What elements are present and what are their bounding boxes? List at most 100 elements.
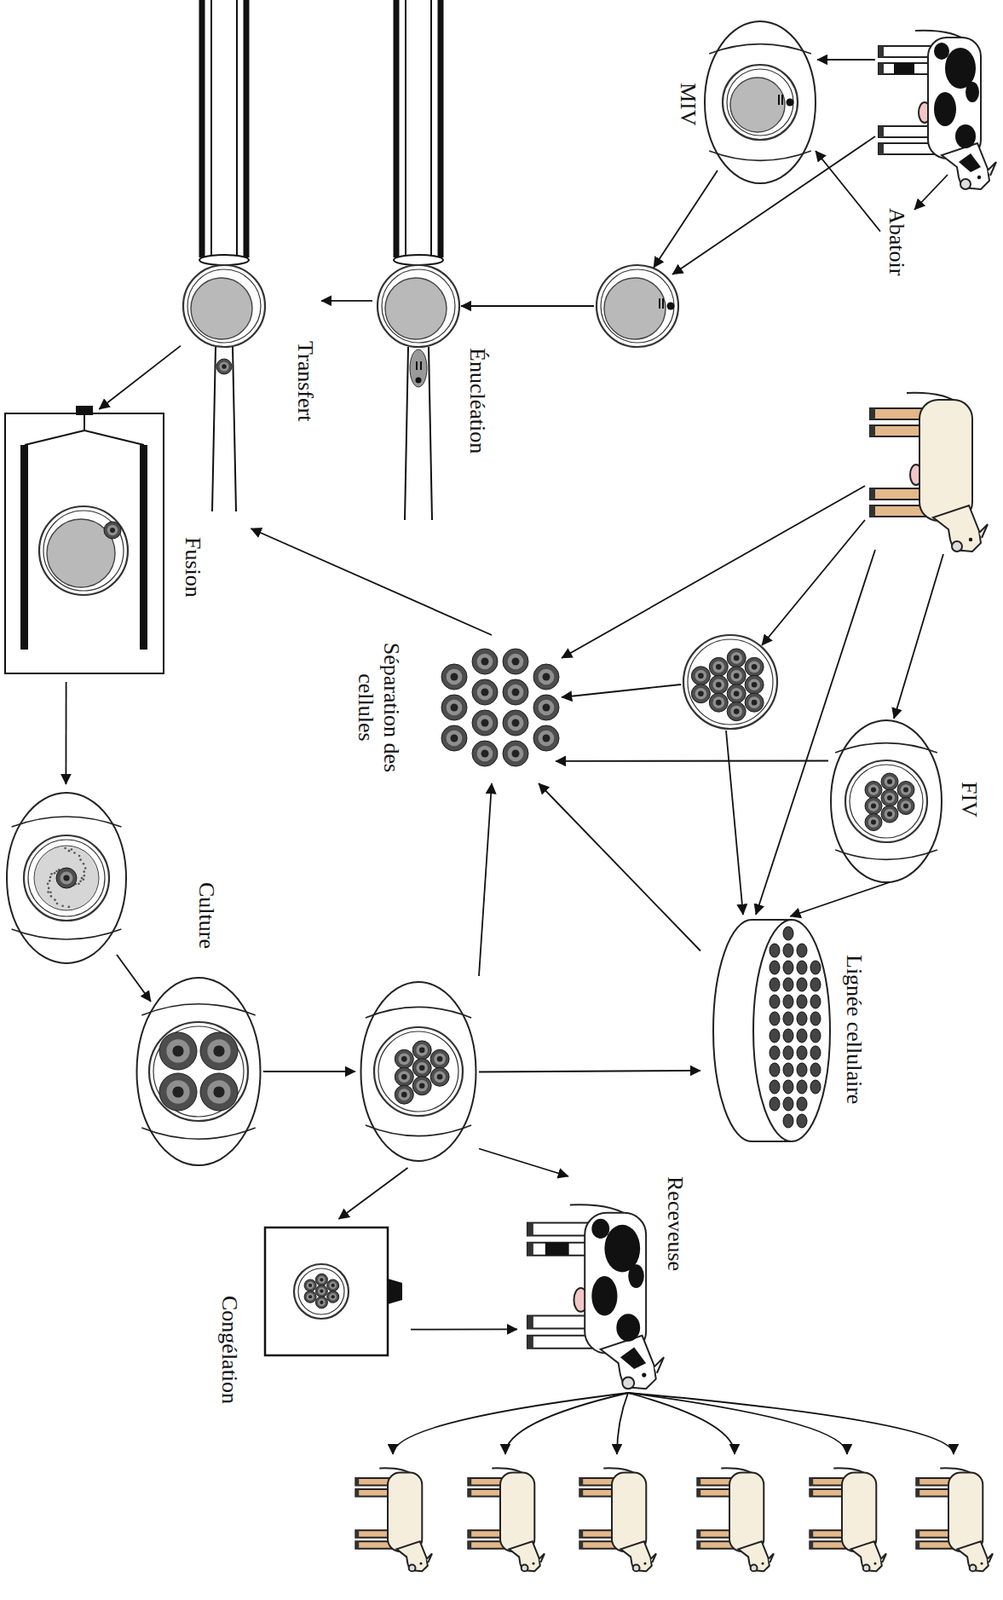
blastomere-nucleus	[437, 1055, 444, 1062]
culture-drop	[137, 977, 261, 1165]
cultured-cell	[810, 994, 821, 1009]
petri-dish-rim	[753, 919, 831, 1142]
blastomere-nucleus	[331, 1283, 335, 1287]
cow-ear	[653, 1356, 664, 1373]
stage-label: Transfert	[292, 340, 318, 421]
plain-cow	[870, 392, 988, 552]
holding-pipette-lumen	[211, 0, 237, 258]
zona-inner	[381, 269, 456, 343]
blastomere-nucleus	[172, 1085, 184, 1097]
drop-meniscus	[365, 1006, 472, 1136]
cultured-cell	[796, 1045, 808, 1060]
blastomere-cytoplasm	[317, 1275, 326, 1284]
cow-hoof	[579, 1540, 583, 1548]
blastomere-nucleus	[481, 657, 490, 666]
blastomere-nucleus	[450, 734, 459, 743]
cow-spot	[958, 153, 981, 173]
zona-inner	[28, 839, 105, 917]
blastomere	[394, 1066, 414, 1086]
enucleation-pipette	[404, 346, 433, 520]
blastomere-nucleus	[733, 673, 740, 680]
stipple	[47, 887, 51, 890]
zona-pellucida	[23, 835, 110, 921]
blastomere-cytoplasm	[306, 1292, 315, 1301]
blastomere	[315, 1273, 328, 1286]
blastomere-nucleus	[542, 734, 551, 743]
stage-group: Culture	[4, 783, 479, 1168]
cow-eye	[977, 175, 981, 179]
drop-meniscus	[141, 1003, 255, 1139]
blastomere	[726, 684, 746, 704]
blastomere	[744, 674, 764, 694]
blastomere	[897, 781, 915, 799]
blastomere	[216, 358, 232, 375]
flow-connector	[555, 760, 829, 762]
blastomere-nucleus	[63, 874, 70, 881]
blastomere-nucleus	[751, 663, 758, 670]
blastomere	[709, 692, 728, 712]
blastomere-nucleus	[319, 1277, 323, 1281]
flow-arrow	[616, 1392, 629, 1454]
blastomere	[709, 657, 728, 676]
cultured-cell	[783, 926, 794, 940]
cow-body	[919, 399, 973, 521]
cow-muzzle	[951, 541, 963, 552]
cow-hoof	[579, 1488, 583, 1496]
blastomere-cytoplasm	[712, 661, 725, 674]
holding-pipette-wall	[201, 0, 247, 258]
cow-ear	[651, 1553, 658, 1563]
flow-connector	[98, 345, 181, 410]
blastomere-nucleus	[172, 1044, 184, 1056]
blastomere-cytoplasm	[415, 1079, 428, 1092]
blastomere	[533, 663, 560, 690]
blastomere-nucleus	[419, 1047, 426, 1054]
stipple	[53, 871, 57, 875]
cow-muzzle	[960, 178, 971, 190]
blastomere	[726, 666, 746, 686]
blastomere-nucleus	[401, 1091, 408, 1098]
blastomere-cytoplasm	[538, 730, 555, 747]
blastomere	[691, 666, 710, 686]
cultured-cell	[783, 1045, 794, 1060]
blastomere	[327, 1279, 340, 1292]
blastomere	[881, 789, 899, 807]
blastomere	[472, 648, 498, 675]
ooplasm	[730, 77, 785, 133]
cow-hoof	[809, 1488, 813, 1496]
cow-spot	[628, 1263, 645, 1288]
blastomere-cytoplasm	[477, 745, 494, 762]
blastomere	[502, 679, 529, 705]
cow-hoof	[878, 63, 884, 75]
cow-hoof	[878, 126, 884, 138]
stage-label: FIV	[956, 781, 982, 818]
blastomere	[864, 797, 882, 815]
blastomere	[200, 1072, 238, 1111]
blastomere-nucleus	[870, 819, 877, 825]
cow-muzzle	[622, 1376, 635, 1389]
cow-ear	[987, 1553, 994, 1563]
cow-spot	[955, 124, 976, 149]
blastomere-cytoplasm	[415, 1061, 428, 1074]
cultured-cell	[783, 1062, 794, 1077]
blastomere-nucleus	[401, 1055, 408, 1062]
cow-head	[941, 143, 990, 190]
cultured-cell	[783, 1028, 794, 1043]
zona-pellucida	[596, 265, 679, 347]
cow-spot	[933, 42, 950, 60]
cow-head	[956, 1540, 988, 1571]
blastomere	[200, 1031, 238, 1070]
cow-hoof	[870, 408, 876, 420]
removed-polar-body	[415, 377, 422, 384]
blastomere	[412, 1076, 432, 1096]
cow-hoof	[878, 46, 884, 58]
blastomere-cytoplasm	[884, 776, 895, 787]
blastomere-nucleus	[715, 663, 722, 670]
blastomere-nucleus	[319, 1300, 323, 1304]
stage-group: Receveuse	[517, 1175, 688, 1398]
cow-spot	[933, 92, 957, 127]
cultured-cell	[796, 1062, 808, 1077]
flow-connector	[789, 881, 890, 917]
cultured-cell	[810, 1045, 821, 1060]
cultured-cell	[796, 1079, 808, 1094]
